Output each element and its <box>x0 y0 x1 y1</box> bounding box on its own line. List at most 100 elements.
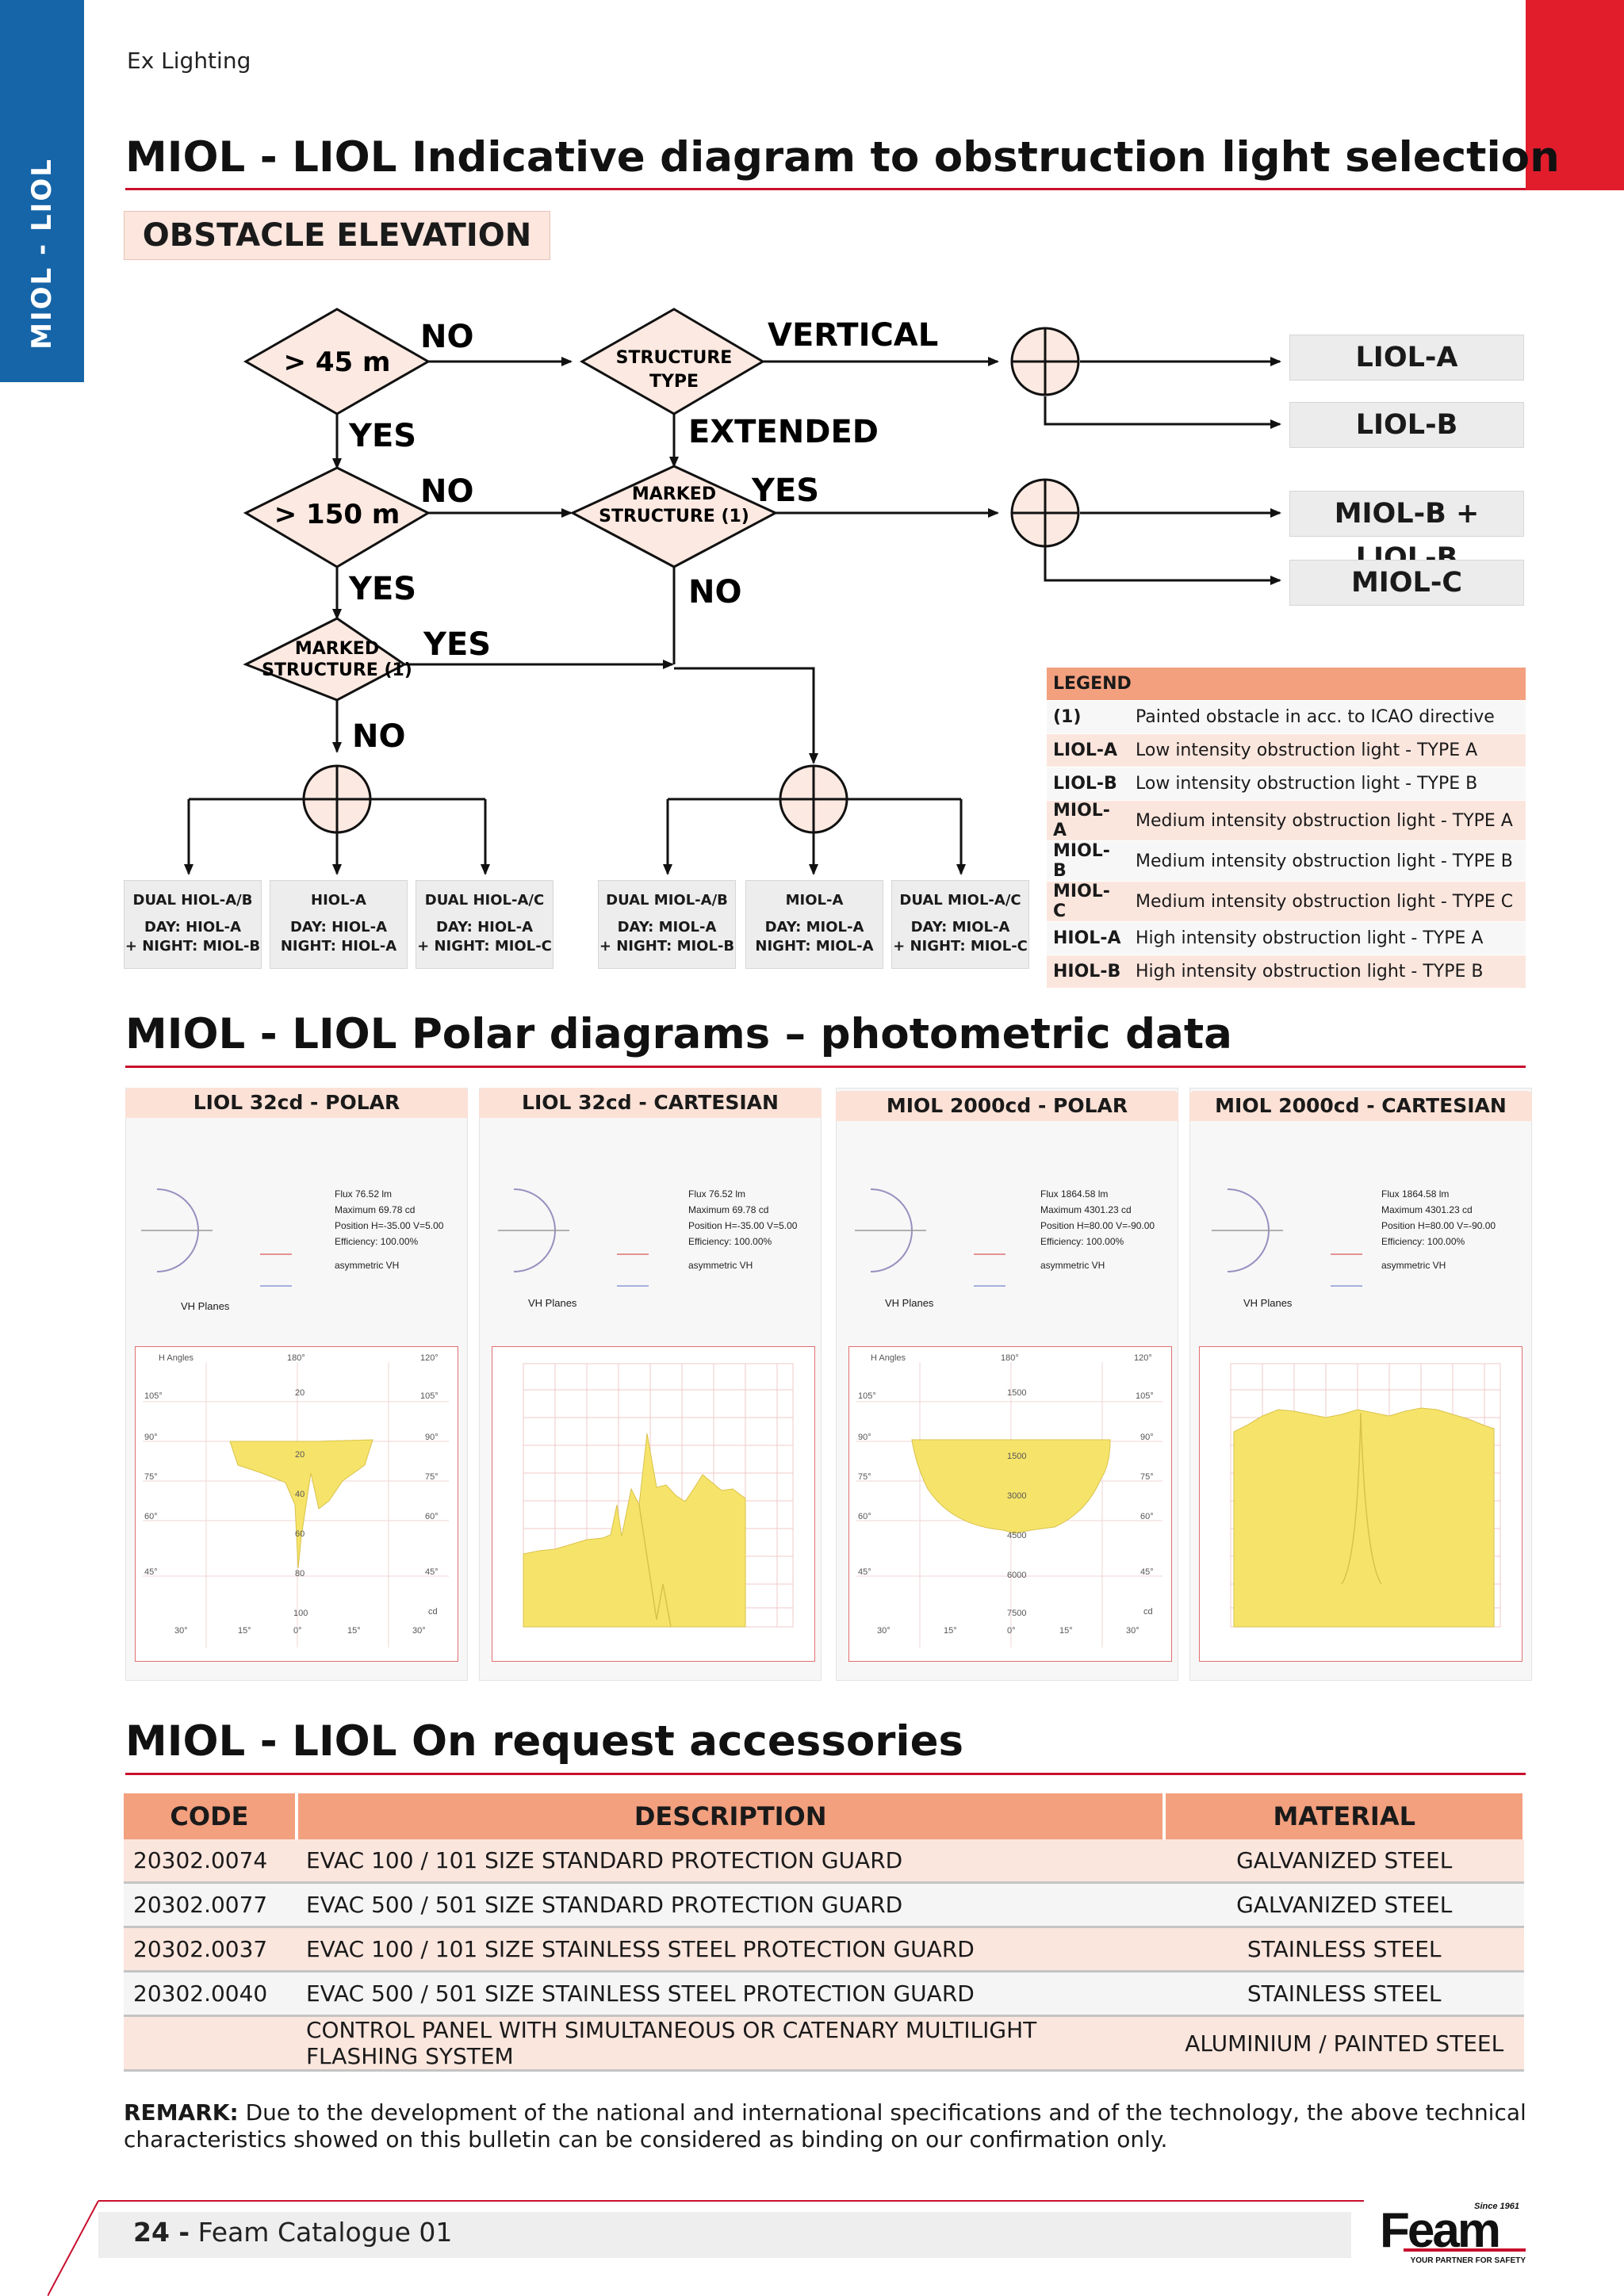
legend-desc: Low intensity obstruction light - TYPE B <box>1129 767 1526 801</box>
d4-label-2: TYPE <box>649 372 699 392</box>
d5-label-2: STRUCTURE (1) <box>599 507 749 526</box>
legend-desc: Painted obstacle in acc. to ICAO directi… <box>1129 700 1526 734</box>
svg-text:45°: 45° <box>144 1567 158 1577</box>
table-row: 20302.0077 EVAC 500 / 501 SIZE STANDARD … <box>124 1882 1524 1928</box>
h-angles-label: H Angles <box>159 1353 194 1363</box>
red-corner-block <box>1526 0 1624 190</box>
miol-polar-distribution <box>911 1439 1111 1534</box>
label-yes-1: YES <box>348 418 416 454</box>
remark-note: REMARK: Due to the development of the na… <box>124 2099 1527 2153</box>
svg-text:105°: 105° <box>420 1391 439 1401</box>
remark-text: Due to the development of the national a… <box>124 2099 1526 2152</box>
output-miol-b-liol-b: MIOL-B + LIOL-B <box>1289 491 1524 574</box>
svg-text:15°: 15° <box>238 1626 251 1636</box>
svg-text:0°: 0° <box>1007 1626 1016 1636</box>
diagram-title: MIOL - LIOL Indicative diagram to obstru… <box>125 133 1560 182</box>
svg-text:30°: 30° <box>174 1626 188 1636</box>
catalogue-name: Feam Catalogue 01 <box>197 2217 453 2248</box>
footer-bar <box>98 2212 1351 2258</box>
svg-text:105°: 105° <box>858 1391 876 1401</box>
cell-description: EVAC 100 / 101 SIZE STANDARD PROTECTION … <box>296 1839 1165 1884</box>
d1-label: > 45 m <box>284 346 391 378</box>
svg-text:cd: cd <box>1143 1607 1153 1617</box>
legend-key: MIOL-A <box>1047 800 1129 841</box>
legend-key: HIOL-B <box>1047 955 1129 989</box>
cell-description: EVAC 500 / 501 SIZE STANDARD PROTECTION … <box>296 1882 1165 1928</box>
cell-code: 20302.0040 <box>124 1971 297 2017</box>
decision-marked-structure-right <box>569 465 779 568</box>
cell-description: EVAC 100 / 101 SIZE STAINLESS STEEL PROT… <box>296 1927 1165 1973</box>
cell-code: 20302.0037 <box>124 1927 297 1973</box>
svg-text:30°: 30° <box>412 1626 426 1636</box>
svg-text:0°: 0° <box>293 1626 302 1636</box>
label-yes-4: YES <box>751 473 819 509</box>
legend-table: LEGEND (1)Painted obstacle in acc. to IC… <box>1047 668 1526 989</box>
svg-text:30°: 30° <box>1126 1626 1139 1636</box>
cell-material: GALVANIZED STEEL <box>1164 1839 1524 1884</box>
col-description: DESCRIPTION <box>296 1793 1166 1839</box>
liol-cartesian-chart <box>523 1363 794 1628</box>
side-tab: MIOL - LIOL <box>0 0 84 382</box>
table-row: CONTROL PANEL WITH SIMULTANEOUS OR CATEN… <box>124 2015 1524 2072</box>
d2-label: > 150 m <box>274 499 400 530</box>
svg-text:90°: 90° <box>1140 1433 1154 1442</box>
label-no-4: NO <box>688 574 741 610</box>
col-material: MATERIAL <box>1164 1793 1526 1839</box>
liol-cartesian-area <box>523 1433 746 1628</box>
legend-desc: Medium intensity obstruction light - TYP… <box>1129 881 1526 922</box>
table-row: 20302.0074 EVAC 100 / 101 SIZE STANDARD … <box>124 1839 1524 1884</box>
legend-desc: Medium intensity obstruction light - TYP… <box>1129 840 1526 882</box>
d3-label-2: STRUCTURE (1) <box>262 660 412 680</box>
svg-text:60: 60 <box>295 1529 304 1539</box>
obstacle-elevation-box: OBSTACLE ELEVATION <box>124 211 550 260</box>
cell-material: ALUMINIUM / PAINTED STEEL <box>1164 2015 1524 2072</box>
svg-text:4500: 4500 <box>1007 1531 1026 1540</box>
svg-text:3000: 3000 <box>1007 1491 1026 1501</box>
decision-marked-structure-left <box>243 617 407 702</box>
svg-text:1500: 1500 <box>1007 1388 1026 1398</box>
svg-text:75°: 75° <box>425 1472 439 1482</box>
output-liol-a: LIOL-A <box>1289 335 1524 381</box>
miol-cartesian-area <box>1233 1407 1495 1628</box>
cell-material: STAINLESS STEEL <box>1164 1971 1524 2017</box>
svg-text:100: 100 <box>293 1609 308 1618</box>
svg-text:60°: 60° <box>858 1512 871 1521</box>
head-liol-polar: LIOL 32cd - POLAR <box>125 1088 468 1118</box>
table-row: 20302.0040 EVAC 500 / 501 SIZE STAINLESS… <box>124 1971 1524 2017</box>
svg-text:80: 80 <box>295 1569 304 1578</box>
svg-text:20: 20 <box>295 1450 304 1460</box>
footer-decoration <box>48 2200 1364 2296</box>
svg-text:90°: 90° <box>425 1433 439 1442</box>
legend-desc: Medium intensity obstruction light - TYP… <box>1129 800 1526 841</box>
label-no-1: NO <box>420 319 473 355</box>
vh-plane-sketches <box>141 1188 1362 1287</box>
svg-text:180°: 180° <box>287 1353 305 1363</box>
svg-text:60°: 60° <box>425 1512 439 1521</box>
legend-desc: High intensity obstruction light - TYPE … <box>1129 955 1526 989</box>
head-liol-cartesian: LIOL 32cd - CARTESIAN <box>479 1088 822 1118</box>
svg-text:15°: 15° <box>347 1626 361 1636</box>
cell-material: STAINLESS STEEL <box>1164 1927 1524 1973</box>
legend-key: MIOL-B <box>1047 840 1129 882</box>
accessories-table: CODE DESCRIPTION MATERIAL 20302.0074 EVA… <box>124 1793 1526 2072</box>
remark-label: REMARK: <box>124 2099 239 2126</box>
label-yes-2: YES <box>348 571 416 607</box>
liol-polar-distribution <box>229 1439 373 1569</box>
decision-structure-type <box>579 308 765 415</box>
accessories-title: MIOL - LIOL On request accessories <box>125 1717 964 1766</box>
legend-key: LIOL-A <box>1047 733 1129 767</box>
svg-text:75°: 75° <box>1140 1472 1154 1482</box>
svg-text:75°: 75° <box>144 1472 158 1482</box>
title-rule <box>125 1066 1526 1068</box>
output-liol-b: LIOL-B <box>1289 402 1524 448</box>
cell-code: 20302.0074 <box>124 1839 297 1884</box>
